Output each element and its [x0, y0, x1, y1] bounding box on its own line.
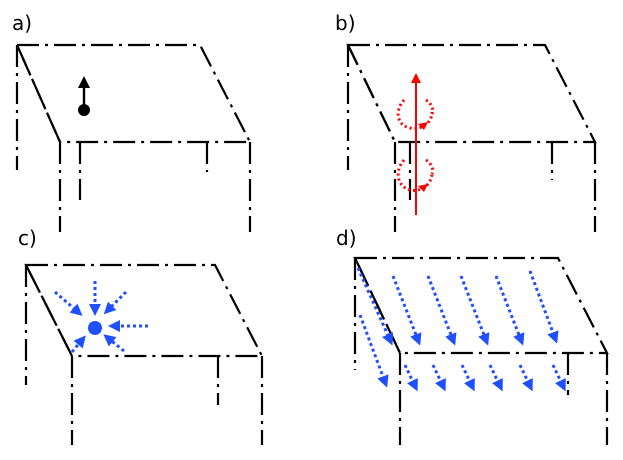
panel-label-d: d) — [336, 226, 357, 250]
panel-label-b: b) — [335, 11, 356, 35]
converging-arrows-icon — [54, 281, 148, 353]
parallel-arrows-icon — [356, 267, 566, 392]
rotation-axis-icon — [396, 73, 435, 215]
panel-c-table — [24, 263, 264, 445]
up-arrow-icon — [78, 76, 90, 116]
panel-d-table — [353, 256, 609, 445]
panel-label-a: a) — [12, 11, 32, 35]
panel-a-table — [15, 43, 252, 232]
panel-label-c: c) — [18, 226, 37, 250]
panel-b-table — [346, 43, 597, 232]
